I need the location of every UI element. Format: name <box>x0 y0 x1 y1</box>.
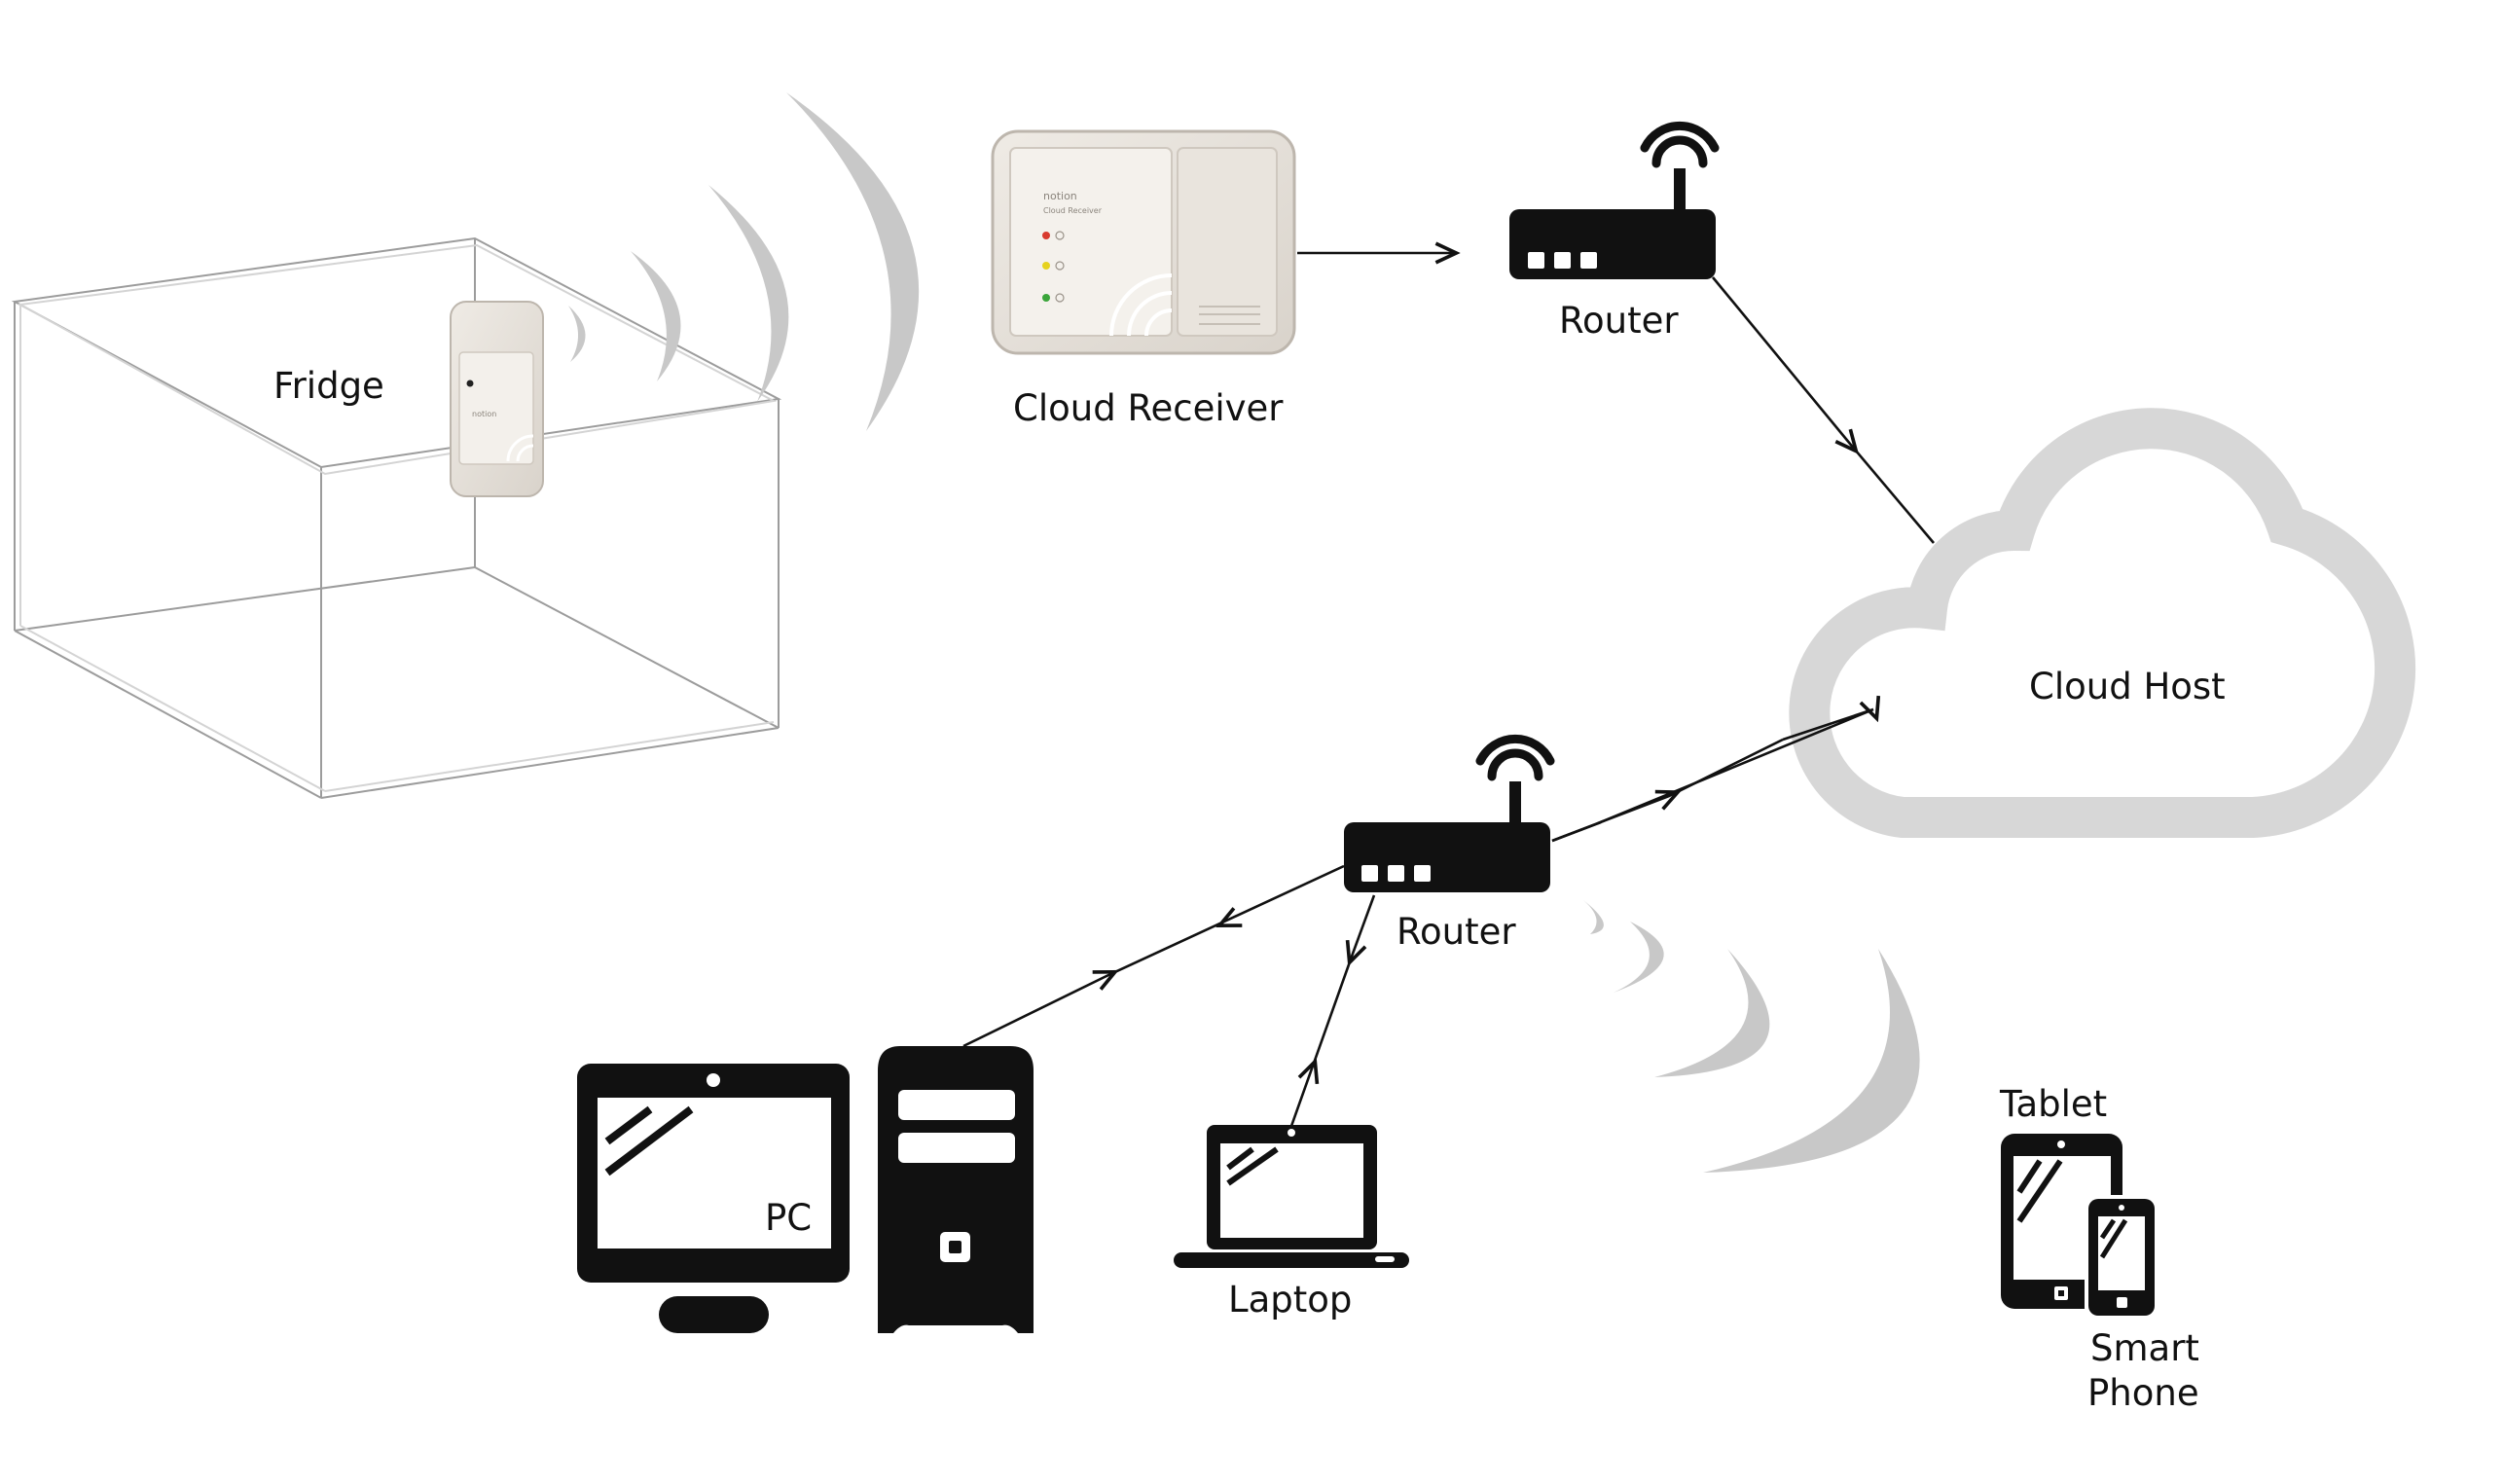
receiver-subtitle: Cloud Receiver <box>1043 206 1103 215</box>
wifi-icon <box>1475 735 1555 781</box>
cloud-receiver-label: Cloud Receiver <box>1013 387 1284 429</box>
router-icon-bottom <box>1344 735 1555 892</box>
cloud-host-label: Cloud Host <box>2029 666 2226 707</box>
status-led-yellow <box>1042 262 1050 270</box>
connector-router-pc <box>962 864 1345 1048</box>
fridge-box-inner <box>17 243 778 792</box>
tablet-label: Tablet <box>1999 1083 2107 1125</box>
connector-router-laptop <box>1288 894 1376 1130</box>
signal-wave-icon <box>568 92 920 431</box>
connector-router-cloud-up <box>1551 738 1784 843</box>
smart-phone-label-line2: Phone <box>2087 1372 2199 1414</box>
status-led-green <box>1042 294 1050 302</box>
signal-wave-icon <box>1583 900 1920 1173</box>
cloud-icon <box>1789 408 2416 838</box>
connector-router-cloud <box>1711 276 1935 544</box>
monitor-icon <box>577 1064 850 1333</box>
receiver-brand: notion <box>1043 190 1077 202</box>
router-top-label: Router <box>1559 300 1679 342</box>
router-icon-top <box>1509 122 1720 279</box>
pc-label: PC <box>765 1197 812 1239</box>
cloud-receiver-device: notion Cloud Receiver <box>991 129 1296 355</box>
laptop-icon <box>1174 1125 1409 1268</box>
fridge-box <box>11 236 782 799</box>
laptop-label: Laptop <box>1228 1279 1352 1321</box>
sensor-brand: notion <box>472 410 496 418</box>
phone-icon <box>2085 1195 2158 1320</box>
wifi-icon <box>1640 122 1720 168</box>
smart-phone-label-line1: Smart <box>2090 1327 2199 1369</box>
temperature-sensor: notion <box>450 301 544 497</box>
status-led-red <box>1042 232 1050 239</box>
router-bottom-label: Router <box>1397 911 1516 953</box>
fridge-label: Fridge <box>273 365 384 407</box>
tower-icon <box>878 1046 1034 1333</box>
